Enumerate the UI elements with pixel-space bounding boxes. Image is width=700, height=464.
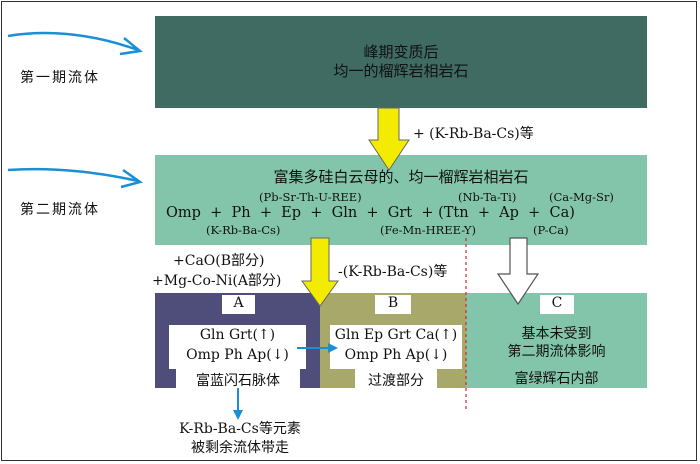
removed-label: -(K-Rb-Ba-Cs)等 [338,264,448,280]
zone-a-mineral-line1: Gln Grt(↑) [199,327,276,343]
fluid2-label: 第二期流体 [20,202,100,218]
fluid1-blue-arrow [7,31,139,52]
white-arrow-stage2-to-zone-c [496,237,540,306]
stage1-line2: 均一的榴辉岩相岩石 [333,62,469,80]
fluid2-blue-arrow [7,167,139,183]
yellow-arrow-stage1-to-stage2 [368,107,410,171]
annotation-ca-mg: (Ca-Mg-Sr) [549,190,614,204]
annotation-p-ca: (P-Ca) [533,223,569,237]
zone-b-mineral-line1: Gln Ep Grt Ca(↑) [334,327,458,343]
carried-away-arrowhead [233,410,243,420]
zone-b-name: 过渡部分 [368,373,424,389]
stage1-line1: 峰期变质后 [363,43,439,61]
carried-away-line2: 被剩余流体带走 [191,440,289,456]
fluid1-arrowhead [119,37,143,56]
arrow1-label: + (K-Rb-Ba-Cs)等 [413,126,534,142]
zone-c-letter: C [551,295,563,311]
annotation-fe-mn: (Fe-Mn-HREE-Y) [380,223,476,237]
zone-b-mineral-line2: Omp Ph Ap(↓) [344,347,448,363]
zone-a-to-b-arrowhead [328,343,338,353]
zone-a-mineral-line2: Omp Ph Ap(↓) [186,347,289,363]
carried-away-line1: K-Rb-Ba-Cs等元素 [179,421,301,437]
annotation-pb-sr: (Pb-Sr-Th-U-REE) [259,190,362,204]
fluid2-arrowhead [120,168,143,189]
zone-a-letter-tag [222,295,255,314]
added-mg-label: +Mg-Co-Ni(A部分) [152,273,282,289]
zone-c-line2: 第二期流体影响 [507,344,606,360]
stage2-box [155,155,647,245]
annotation-k-rb: (K-Rb-Ba-Cs) [206,223,281,237]
zone-c-line1: 基本未受到 [521,326,592,342]
annotation-nb-ta: (Nb-Ta-Ti) [458,190,517,204]
yellow-arrow-stage2-to-zone-b [301,237,339,307]
stage2-title: 富集多硅白云母的、均一榴辉岩相岩石 [273,168,529,186]
zone-c-letter-tag [540,295,574,314]
zone-a-letter: A [233,295,244,311]
zone-a-mineral-panel [169,325,306,369]
zone-b-letter-tag [375,295,411,314]
zone-c-name: 富绿辉石内部 [514,371,599,387]
fluid1-label: 第一期流体 [20,70,100,86]
zone-b-letter: B [387,295,399,311]
added-cao-label: +CaO(B部分) [173,253,265,269]
zone-b-mineral-panel [330,325,462,369]
zone-a-name-panel [176,369,300,389]
stage1-box [155,16,647,108]
mineral-assemblage: Omp + Ph + Ep + Gln + Grt + (Ttn + Ap + … [166,205,575,221]
zone-a-name: 富蓝闪石脉体 [196,373,280,389]
zone-b-name-panel [355,369,437,389]
